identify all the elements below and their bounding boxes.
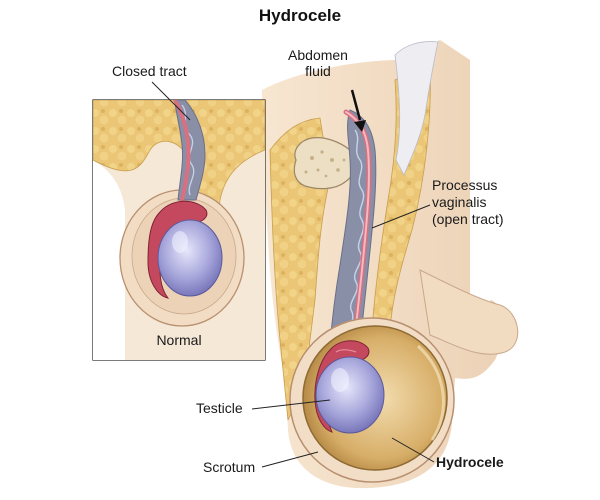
- inset-closed-tract: [173, 100, 191, 212]
- normal-inset: Normal: [92, 99, 266, 361]
- label-testicle: Testicle: [196, 400, 243, 416]
- penis-shape: [419, 269, 519, 355]
- fascia-sheet: [394, 41, 439, 176]
- cord-veins: [346, 129, 365, 343]
- diagram-title: Hydrocele: [259, 6, 341, 25]
- label-hydrocele: Hydrocele: [436, 454, 504, 470]
- inset-caption: Normal: [156, 332, 201, 348]
- main-illustration: [262, 40, 519, 489]
- label-processus-line3: (open tract): [432, 211, 504, 227]
- bone-texture: [304, 150, 346, 178]
- fluid-arrow: [350, 89, 366, 132]
- label-closed-tract: Closed tract: [112, 63, 187, 79]
- label-processus-line1: Processus: [432, 177, 497, 193]
- inset-testicle: [157, 219, 223, 297]
- label-scrotum: Scrotum: [203, 459, 255, 475]
- labels: Closed tract Abdomen fluid Processus vag…: [112, 47, 504, 475]
- testicle: [315, 356, 385, 434]
- label-abdomen-line2: fluid: [305, 63, 331, 79]
- label-abdomen-line1: Abdomen: [288, 47, 348, 63]
- label-processus-line2: vaginalis: [432, 194, 486, 210]
